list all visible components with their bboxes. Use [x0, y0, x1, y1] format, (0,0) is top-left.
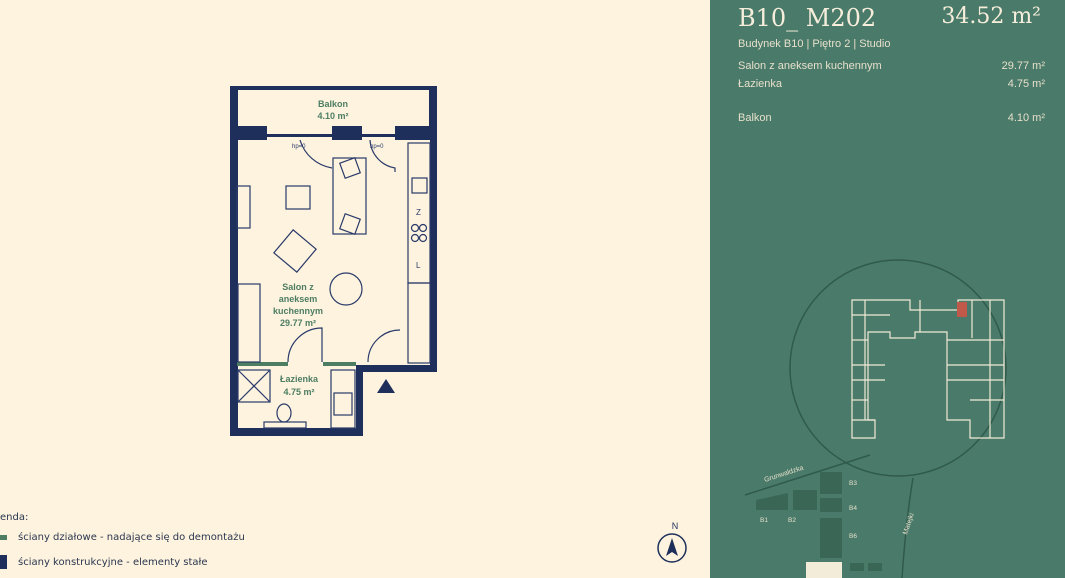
room-area-balkon: 4.10 m² [317, 111, 348, 121]
building-label: B2 [788, 517, 796, 524]
legend-label: ściany konstrukcyjne - elementy stałe [18, 556, 208, 568]
building-label: B6 [849, 533, 857, 540]
legend-title: enda: [0, 512, 29, 523]
threshold-label: hp=0 [292, 144, 306, 150]
room-area-lazienka: 4.75 m² [283, 387, 314, 397]
room-label-salon-1: Salon z [282, 282, 314, 292]
street-line [901, 477, 914, 578]
svg-text:N: N [672, 521, 679, 531]
structural-swatch [0, 555, 7, 569]
building-label: B3 [849, 480, 857, 487]
street-line [744, 454, 871, 496]
fridge-label: Z [416, 208, 421, 217]
legend-label: ściany działowe - nadające się do demont… [18, 532, 245, 543]
dishwasher-label: L [416, 261, 421, 270]
furniture [236, 139, 431, 429]
building-label: B4 [849, 505, 857, 512]
selected-apartment-highlight [957, 302, 967, 317]
partition-walls [237, 362, 356, 366]
street-label: Grunwaldzka [763, 465, 804, 484]
apartment-code: B10_ M202 [738, 4, 877, 32]
apartment-subtitle: Budynek B10 | Piętro 2 | Studio [738, 38, 891, 50]
total-area: 34.52 m² [941, 4, 1041, 29]
street-label: Matejki [902, 512, 916, 536]
floor-plan: Balkon 4.10 m² Salon z aneksem kuchennym… [230, 86, 687, 563]
info-panel: B10_ M202 34.52 m² Budynek B10 | Piętro … [710, 0, 1065, 578]
site-map: Grunwaldzka Matejki B1 B2 B3 B4 B6 [744, 259, 1007, 578]
legend-item-partition: ściany działowe - nadające się do demont… [0, 532, 245, 543]
partition-swatch [0, 535, 7, 540]
structural-walls [230, 86, 437, 436]
room-label-salon-2: aneksem [279, 294, 318, 304]
room-area-salon: 29.77 m² [280, 318, 316, 328]
room-label-lazienka: Łazienka [280, 374, 319, 384]
entrance-arrow-icon [377, 379, 395, 393]
legend-item-structural: ściany konstrukcyjne - elementy stałe [0, 555, 208, 569]
compass-icon: N [657, 521, 687, 563]
building-label: B1 [760, 517, 768, 524]
site-buildings [756, 472, 882, 571]
building-floor-outline [851, 299, 1005, 439]
threshold-label: hp=0 [370, 144, 384, 150]
current-building-b10 [806, 562, 842, 578]
room-label-salon-3: kuchennym [273, 306, 323, 316]
room-label-balkon: Balkon [318, 99, 348, 109]
